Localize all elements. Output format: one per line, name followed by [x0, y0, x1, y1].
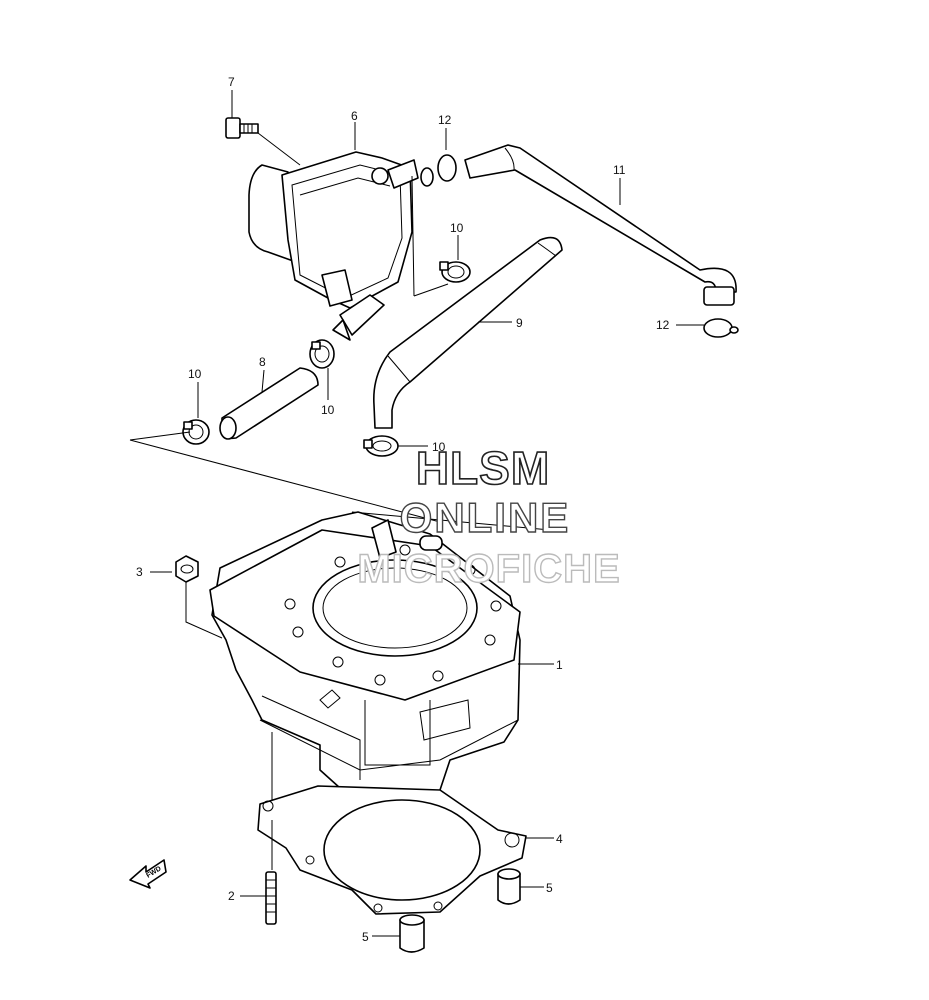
callout-10a: 10 [450, 221, 464, 235]
part-1-cylinder [209, 511, 554, 801]
part-2-stud [240, 820, 277, 925]
part-5-dowel-right [497, 868, 544, 905]
callout-9: 9 [516, 316, 523, 330]
callout-10b: 10 [188, 367, 202, 381]
part-10-clamp-mid [309, 339, 335, 400]
callout-10c: 10 [321, 403, 335, 417]
callout-12b: 12 [656, 318, 670, 332]
callout-5a: 5 [546, 881, 553, 895]
part-12-oring-top [420, 128, 457, 187]
callout-4: 4 [556, 832, 563, 846]
part-10-clamp-left [182, 382, 210, 445]
callout-8: 8 [259, 355, 266, 369]
part-6-valve-cover [248, 122, 449, 341]
part-12-oring-right [676, 318, 739, 338]
callout-3: 3 [136, 565, 143, 579]
watermark-line2: ONLINE [400, 494, 571, 541]
callout-7: 7 [228, 75, 235, 89]
callout-5b: 5 [362, 930, 369, 944]
part-5-dowel-bottom [372, 914, 425, 953]
callout-labels: 7 6 12 11 10 9 12 8 10 10 10 3 1 4 5 2 5 [136, 75, 670, 944]
part-10-clamp-bottom [363, 435, 428, 457]
part-4-gasket [257, 732, 554, 915]
part-10-clamp-upper [439, 235, 471, 283]
callout-2: 2 [228, 889, 235, 903]
part-3-nut [150, 555, 223, 639]
part-9-hose [373, 236, 563, 429]
watermark: HLSM ONLINE MICROFICHE [357, 441, 621, 592]
callout-6: 6 [351, 109, 358, 123]
callout-1: 1 [556, 658, 563, 672]
callout-12a: 12 [438, 113, 452, 127]
direction-arrow-icon: FWD [129, 859, 167, 889]
callout-10d: 10 [432, 440, 446, 454]
part-7-bolt [225, 90, 301, 166]
watermark-line3: MICROFICHE [357, 547, 620, 591]
part-11-hose [464, 144, 737, 306]
callout-11: 11 [613, 163, 626, 177]
part-8-hose [219, 367, 319, 440]
assembly-lines [129, 431, 551, 531]
watermark-line1: HLSM [416, 442, 550, 494]
